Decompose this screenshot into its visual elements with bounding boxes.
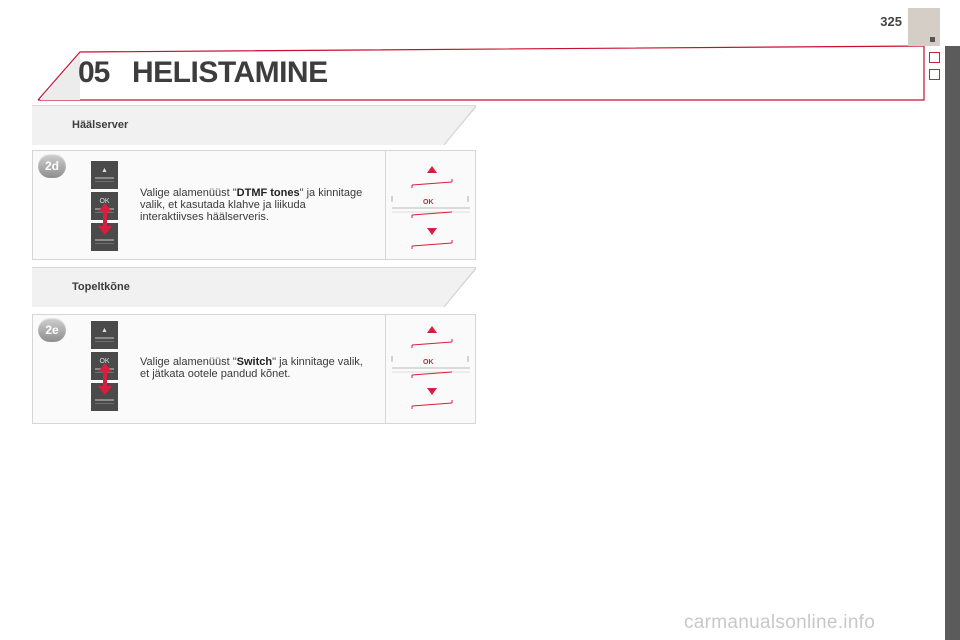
svg-text:OK: OK [423, 359, 434, 366]
down-key: ▼ [91, 223, 118, 251]
press-arrow-icon [98, 203, 112, 235]
svg-text:OK: OK [423, 199, 434, 206]
section-header-diagonal [443, 105, 477, 146]
display-navigation-diagram: OK [391, 326, 470, 409]
step-badge: 2d [38, 154, 66, 178]
page-number: 325 [880, 14, 902, 29]
side-strip [945, 46, 960, 640]
section-header-diagonal [443, 267, 477, 308]
watermark: carmanualsonline.info [684, 612, 876, 633]
section-header [32, 267, 476, 307]
step-instruction: Valige alamenüüst "Switch" ja kinnitage … [140, 356, 363, 380]
page-corner-tab [908, 8, 940, 46]
up-key: ▲ [91, 321, 118, 349]
press-arrow-icon [98, 363, 112, 395]
up-key: ▲ [91, 161, 118, 189]
side-marker-box [929, 69, 940, 80]
section-title: Topeltkõne [72, 281, 130, 293]
chapter-title: HELISTAMINE [132, 56, 328, 89]
section-title: Häälserver [72, 119, 129, 131]
side-marker-box [929, 52, 940, 63]
section-header [32, 105, 476, 145]
chapter-header-frame [37, 45, 925, 101]
step-badge: 2e [38, 318, 66, 342]
step-instruction: Valige alamenüüst "DTMF tones" ja kinnit… [140, 187, 363, 223]
chapter-number: 05 [78, 56, 110, 89]
display-navigation-diagram: OK [391, 166, 470, 249]
